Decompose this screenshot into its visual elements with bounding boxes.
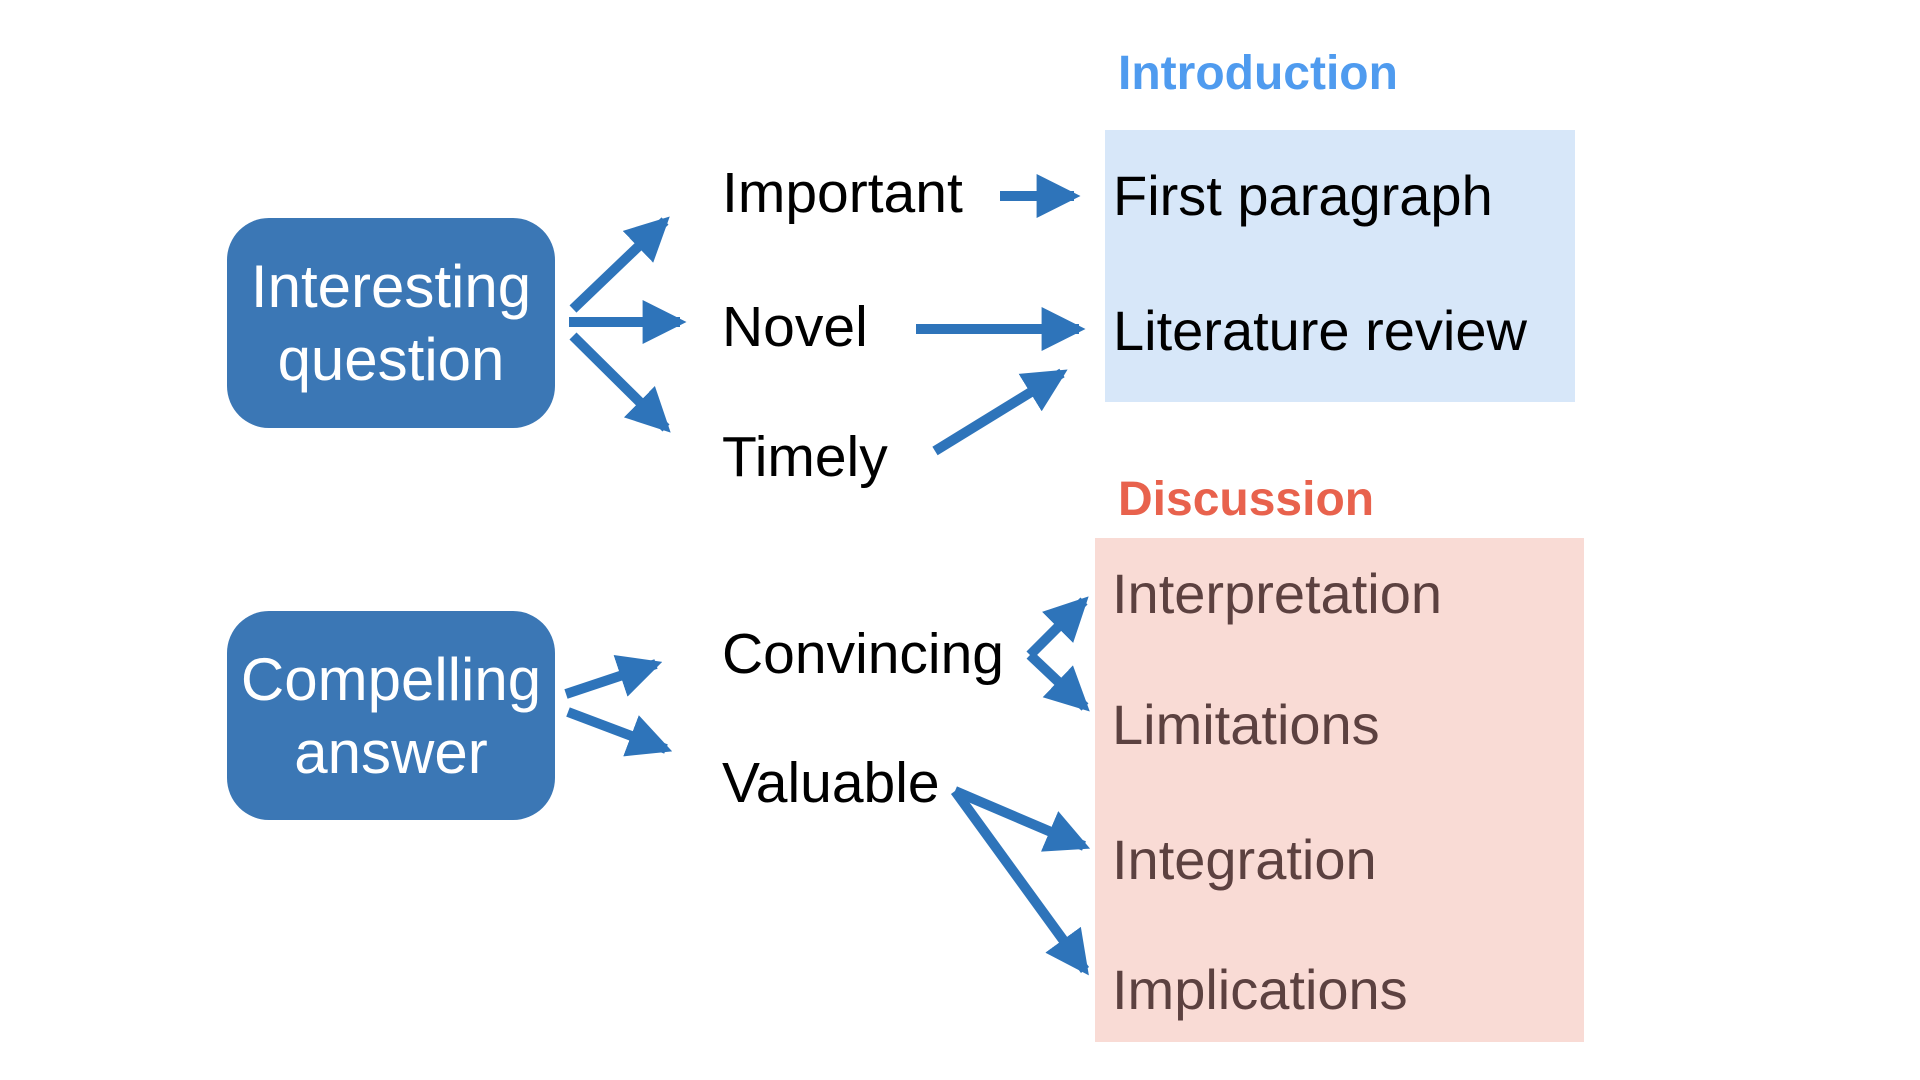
arrow-timely-to-literature-review bbox=[932, 368, 1068, 456]
arrow-valuable-to-integration bbox=[953, 786, 1091, 852]
introduction-title: Introduction bbox=[1118, 47, 1398, 100]
arrow-question-to-important bbox=[569, 216, 670, 313]
discussion-title: Discussion bbox=[1118, 473, 1375, 526]
discussion-item-limitations: Limitations bbox=[1112, 693, 1380, 756]
node-interesting-question: Interesting question bbox=[227, 218, 555, 428]
node-compelling-answer: Compelling answer bbox=[227, 611, 555, 820]
label-novel: Novel bbox=[722, 295, 868, 359]
introduction-item-first-paragraph: First paragraph bbox=[1113, 164, 1493, 227]
node-compelling-answer-line2: answer bbox=[294, 718, 488, 786]
label-important: Important bbox=[722, 161, 963, 225]
introduction-box: First paragraph Literature review bbox=[1105, 130, 1575, 402]
discussion-item-implications: Implications bbox=[1112, 958, 1408, 1021]
discussion-box: Interpretation Limitations Integration I… bbox=[1095, 538, 1584, 1042]
node-interesting-question-line2: question bbox=[277, 326, 505, 393]
arrow-convincing-to-interpretation bbox=[1026, 596, 1089, 659]
label-timely: Timely bbox=[722, 425, 888, 489]
label-convincing: Convincing bbox=[722, 622, 1004, 686]
arrow-answer-to-convincing bbox=[564, 654, 663, 699]
arrow-question-to-timely bbox=[569, 332, 671, 433]
discussion-item-interpretation: Interpretation bbox=[1112, 562, 1442, 625]
arrow-convincing-to-limitations bbox=[1026, 651, 1090, 712]
introduction-item-literature-review: Literature review bbox=[1113, 299, 1527, 362]
node-compelling-answer-line1: Compelling bbox=[240, 645, 542, 713]
label-valuable: Valuable bbox=[722, 751, 940, 815]
arrow-answer-to-valuable bbox=[566, 707, 673, 757]
discussion-item-integration: Integration bbox=[1112, 828, 1377, 891]
node-interesting-question-line1: Interesting bbox=[250, 253, 532, 320]
arrow-valuable-to-implications bbox=[950, 788, 1090, 976]
